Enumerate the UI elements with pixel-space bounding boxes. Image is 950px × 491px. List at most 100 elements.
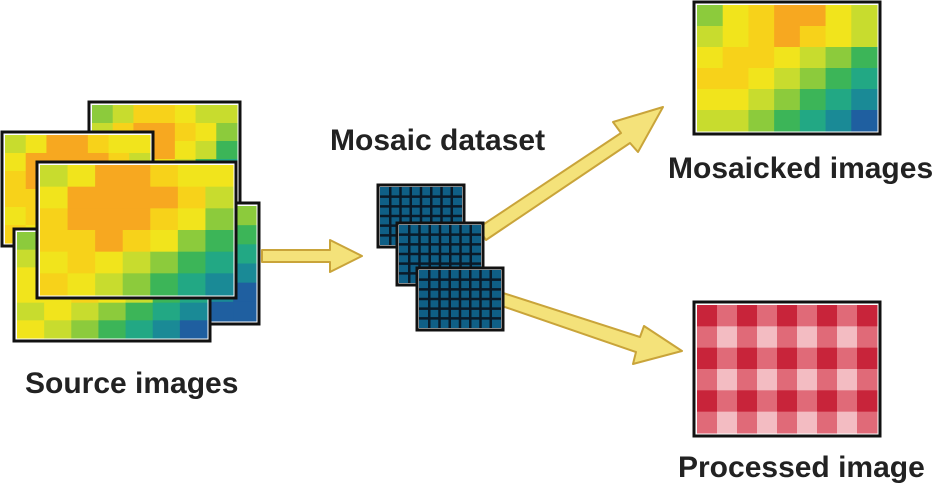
pixel-cell [697, 68, 724, 90]
mosaicked-image [692, 0, 882, 136]
pixel-cell [737, 326, 758, 349]
pixel-cell [112, 105, 134, 124]
processed-image [692, 300, 882, 438]
pixel-cell [697, 47, 724, 69]
label-source-images: Source images [25, 367, 238, 400]
pixel-cell [722, 47, 749, 69]
pixel-cell [777, 347, 798, 370]
pixel-cell [150, 230, 179, 253]
pixel-cell [722, 89, 749, 111]
pixel-cell [174, 105, 197, 124]
pixel-cell [179, 302, 208, 321]
pixel-cell [154, 141, 176, 160]
pixel-cell [717, 390, 738, 413]
pixel-cell [67, 251, 96, 274]
pixel-cell [757, 390, 778, 413]
pixel-cell [757, 305, 778, 327]
pixel-cell [851, 89, 878, 111]
pixel-cell [777, 369, 798, 391]
pixel-cell [722, 110, 749, 132]
pixel-cell [817, 305, 838, 327]
pixel-cell [817, 390, 838, 413]
pixel-cell [95, 230, 124, 253]
pixel-cell [777, 305, 798, 327]
pixel-cell [697, 89, 724, 111]
source-image-front [35, 160, 238, 300]
pixel-cell [697, 5, 724, 27]
pixel-cell [150, 208, 179, 231]
pixel-cell [777, 326, 798, 349]
pixel-cell [777, 390, 798, 413]
pixel-cell [205, 273, 234, 296]
pixel-cell [737, 369, 758, 391]
pixel-cell [737, 390, 758, 413]
pixel-cell [797, 347, 818, 370]
pixel-cell [67, 208, 96, 231]
pixel-cell [837, 390, 858, 413]
pixel-cell [851, 68, 878, 90]
pixel-cell [851, 47, 878, 69]
pixel-cell [857, 305, 878, 327]
pixel-cell [195, 105, 217, 124]
pixel-cell [837, 369, 858, 391]
pixel-cell [5, 153, 27, 172]
pixel-cell [98, 320, 127, 339]
pixel-cell [5, 207, 27, 226]
label-mosaicked-images: Mosaicked images [668, 152, 933, 185]
pixel-cell [67, 273, 96, 296]
pixel-cell [71, 320, 99, 339]
pixel-cell [25, 135, 47, 154]
pixel-cell [71, 302, 99, 321]
pixel-cell [177, 165, 206, 188]
pixel-cell [774, 68, 801, 90]
pixel-cell [748, 89, 775, 111]
pixel-cell [122, 208, 151, 231]
pixel-cell [17, 320, 45, 339]
pixel-cell [737, 305, 758, 327]
pixel-cell [67, 165, 96, 188]
pixel-cell [748, 47, 775, 69]
pixel-cell [717, 305, 738, 327]
pixel-cell [92, 105, 114, 124]
pixel-cell [87, 135, 110, 154]
pixel-cell [210, 301, 234, 322]
pixel-cell [717, 411, 738, 434]
pixel-cell [177, 208, 206, 231]
pixel-cell [44, 302, 72, 321]
pixel-cell [797, 390, 818, 413]
pixel-cell [717, 347, 738, 370]
label-processed-image: Processed image [678, 451, 925, 484]
pixel-cell [748, 26, 775, 48]
pixel-cell [108, 135, 130, 154]
pixel-cell [40, 273, 69, 296]
pixel-cell [95, 208, 124, 231]
arrow-dataset-to-mosaicked [477, 106, 664, 241]
pixel-cell [150, 273, 179, 296]
pixel-cell [817, 369, 838, 391]
pixel-cell [797, 411, 818, 434]
arrow-dataset-to-processed [495, 291, 683, 365]
pixel-cell [857, 411, 878, 434]
pixel-cell [216, 123, 238, 142]
pixel-cell [825, 89, 852, 111]
pixel-cell [195, 141, 217, 160]
pixel-cell [757, 347, 778, 370]
pixel-cell [177, 230, 206, 253]
pixel-cell [774, 26, 801, 48]
pixel-cell [717, 326, 738, 349]
pixel-cell [95, 273, 124, 296]
pixel-cell [125, 302, 154, 321]
pixel-cell [774, 89, 801, 111]
pixel-cell [177, 186, 206, 209]
pixel-cell [825, 68, 852, 90]
pixel-cell [857, 390, 878, 413]
pixel-cell [122, 273, 151, 296]
pixel-cell [748, 110, 775, 132]
pixel-cell [95, 165, 124, 188]
pixel-cell [757, 411, 778, 434]
arrow-source-to-dataset [261, 239, 363, 273]
pixel-cell [817, 326, 838, 349]
pixel-cell [129, 135, 151, 154]
pixel-cell [174, 123, 197, 142]
pixel-cell [179, 320, 208, 339]
